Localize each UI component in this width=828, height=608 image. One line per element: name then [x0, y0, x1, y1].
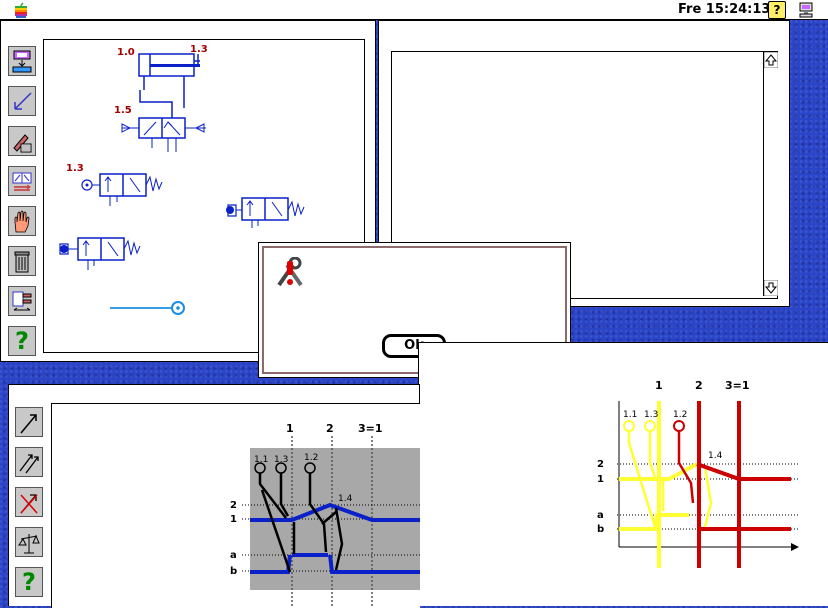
cylinder-1-0[interactable]: [138, 53, 200, 108]
row-label-a: a: [597, 510, 604, 521]
main-valve-label: 1.5: [114, 105, 132, 116]
button-valve-label: 1.3: [66, 163, 84, 174]
scroll-up-arrow-icon[interactable]: [764, 52, 778, 68]
hand-tool[interactable]: [8, 206, 36, 236]
scroll-down-arrow-icon[interactable]: [764, 280, 778, 296]
help-icon: ?: [15, 327, 29, 355]
cylinder-label: 1.0: [117, 47, 135, 58]
library-icon: [12, 50, 32, 73]
connect-arrow-icon: [14, 92, 32, 110]
step-label-2: 2: [326, 422, 334, 435]
row-label-b: b: [597, 524, 604, 535]
signal-diagram-color: 1 2 3=1 2 1 a b 1.1 1.3 1.2 1.4: [597, 379, 799, 568]
double-arrow-tool[interactable]: [15, 447, 43, 477]
draw-tool[interactable]: [8, 126, 36, 156]
hand-icon: [14, 210, 30, 233]
signal-diagram-window: 1 2 3=1 2 1 a b 1.1 1.3 1.2 1.4: [418, 342, 828, 606]
step-label-1: 1: [655, 379, 663, 392]
signal-label-1-1: 1.1: [623, 410, 637, 420]
help-tool[interactable]: ?: [8, 326, 36, 356]
button-valve[interactable]: [81, 173, 163, 206]
double-arrow-icon: [19, 454, 39, 474]
trash-tool[interactable]: [8, 246, 36, 276]
single-arrow-tool[interactable]: [15, 407, 43, 437]
signal-label-1-3: 1.3: [274, 455, 288, 465]
connect-tool[interactable]: [8, 86, 36, 116]
library-tool[interactable]: [8, 46, 36, 76]
valve-switch-icon: [12, 172, 32, 191]
help-menu-icon[interactable]: ?: [768, 1, 786, 19]
signal-label-1-3: 1.3: [644, 410, 658, 420]
row-label-a: a: [230, 550, 237, 561]
cylinder-port-label: 1.3: [190, 44, 208, 55]
help-tool-diagram[interactable]: ?: [15, 567, 43, 597]
signal-label-1-4: 1.4: [338, 494, 353, 504]
step-label-2: 2: [695, 379, 703, 392]
circuit-drawing: 1.0 1.3 1.5 1.3: [59, 44, 305, 315]
text-window: [378, 20, 790, 307]
signal-label-1-2: 1.2: [673, 410, 687, 420]
function-diagram: 1 2 3=1 2 1 a b 1.1 1.3 1.2 1.4: [230, 422, 420, 608]
menu-clock[interactable]: Fre 15:24:13: [678, 2, 771, 17]
row-label-2: 2: [230, 500, 237, 511]
editor-toolbar: ?: [1, 21, 41, 361]
step-label-3: 3=1: [358, 422, 383, 435]
pencil-icon: [13, 134, 32, 153]
row-label-1: 1: [230, 514, 237, 525]
function-diagram-window: ? 1 2 3=1 2 1 a b 1.1 1.3: [8, 384, 420, 608]
balance-icon: [18, 534, 40, 554]
valve-tool[interactable]: [8, 166, 36, 196]
vertical-scrollbar[interactable]: [763, 52, 778, 296]
signal-label-1-4: 1.4: [708, 451, 723, 461]
row-label-2: 2: [597, 459, 604, 470]
cross-arrow-icon: [20, 494, 38, 514]
row-label-b: b: [230, 566, 237, 577]
cylinder-tool[interactable]: [8, 286, 36, 316]
step-label-3: 3=1: [725, 379, 750, 392]
application-menu-icon[interactable]: [798, 2, 814, 18]
row-label-1: 1: [597, 474, 604, 485]
menu-bar: Fre 15:24:13 ?: [0, 0, 828, 20]
pressure-source[interactable]: [110, 301, 185, 315]
signal-label-1-1: 1.1: [254, 455, 268, 465]
help-icon: ?: [22, 568, 36, 596]
diagram-canvas[interactable]: 1 2 3=1 2 1 a b 1.1 1.3 1.2 1.4: [51, 403, 420, 608]
trash-icon: [14, 251, 30, 273]
single-arrow-icon: [20, 414, 37, 434]
roller-valve-left[interactable]: [59, 237, 141, 270]
balance-tool[interactable]: [15, 527, 43, 557]
roller-valve-right[interactable]: [226, 197, 305, 228]
alert-wrench-icon: [277, 257, 303, 287]
signal-label-1-2: 1.2: [304, 453, 318, 463]
cylinder-icon: [12, 291, 32, 311]
apple-menu-icon[interactable]: [14, 2, 28, 18]
delete-arrow-tool[interactable]: [15, 487, 43, 517]
main-valve[interactable]: [121, 90, 206, 152]
diagram-toolbar: ?: [9, 385, 51, 607]
dialog-border: [262, 246, 567, 374]
step-label-1: 1: [286, 422, 294, 435]
